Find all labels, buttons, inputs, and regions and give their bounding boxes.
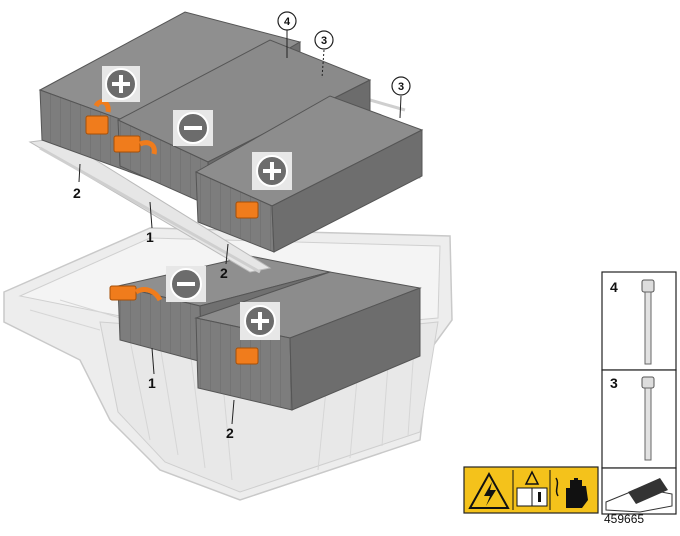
callout-2-mid: 2 <box>220 265 228 281</box>
leader-lines <box>78 30 402 425</box>
callout-2-lower: 2 <box>226 425 234 441</box>
plus-symbol-lower <box>240 302 280 340</box>
minus-symbol-upper <box>173 110 213 146</box>
floor-tilt-icon <box>605 478 673 513</box>
minus-symbol-lower <box>166 266 206 302</box>
warning-label <box>463 466 599 514</box>
callout-1-upper: 1 <box>146 229 154 245</box>
figure-number: 459665 <box>604 512 645 526</box>
no-touch-hand-icon <box>555 477 588 508</box>
callout-2-left: 2 <box>73 185 81 201</box>
orange-terminal-lower-right <box>235 347 259 365</box>
parts-panel <box>601 271 677 515</box>
orange-terminal-upper-middle <box>113 135 157 155</box>
panel-item-3: 3 <box>610 375 618 391</box>
plus-symbol-upper-right <box>252 152 292 190</box>
orange-terminal-upper-right <box>235 201 259 219</box>
callout-3-right: 3 <box>391 76 411 96</box>
callout-4-top: 4 <box>277 11 297 31</box>
svg-text:3: 3 <box>398 81 404 93</box>
long-bolt-4-icon <box>641 279 655 365</box>
callout-3-top: 3 <box>314 30 334 50</box>
callout-1-lower: 1 <box>148 375 156 391</box>
high-voltage-icon <box>468 471 510 509</box>
orange-terminal-upper-left <box>85 99 111 135</box>
panel-item-4: 4 <box>610 279 618 295</box>
orange-terminal-lower-left <box>109 285 163 302</box>
svg-text:4: 4 <box>284 16 291 28</box>
svg-text:3: 3 <box>321 35 327 47</box>
read-manual-icon <box>516 470 548 507</box>
bolt-3-icon <box>641 376 655 461</box>
plus-symbol-upper-left <box>102 66 140 102</box>
